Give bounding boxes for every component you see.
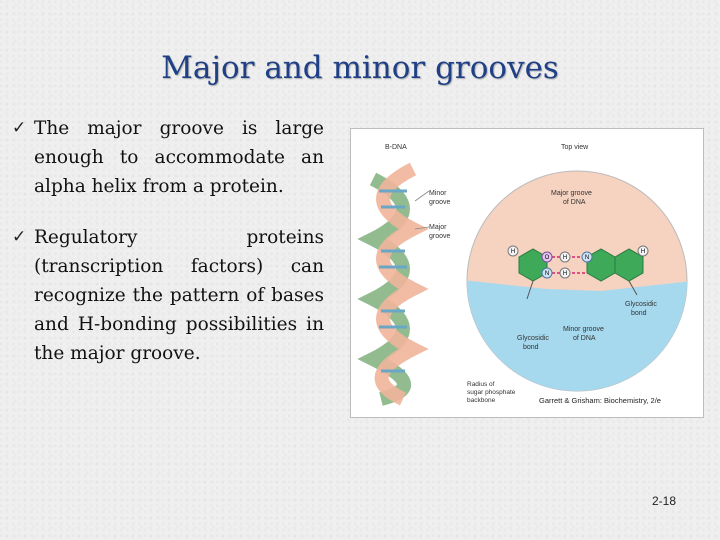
glycosidic-bond-left-label-2: bond xyxy=(523,344,539,351)
minor-groove-side-label: Minor xyxy=(429,190,447,197)
radius-label-3: backbone xyxy=(467,397,496,404)
major-groove-side-label-2: groove xyxy=(429,233,451,240)
minor-groove-side-label-2: groove xyxy=(429,199,451,206)
radius-label: Radius of xyxy=(467,381,495,388)
radius-label-2: sugar phosphate xyxy=(467,389,516,396)
slide-title: Major and minor grooves xyxy=(161,50,559,86)
minor-groove-dna-label: Minor groove xyxy=(563,326,604,333)
atom-label: H xyxy=(511,249,515,255)
base-pair-illustration: H O H N H N H xyxy=(507,245,649,300)
checkmark-icon: ✓ xyxy=(12,227,27,247)
figure-credit: Garrett & Grisham: Biochemistry, 2/e xyxy=(539,396,661,405)
page-number: 2-18 xyxy=(652,494,677,508)
glycosidic-bond-right-label-2: bond xyxy=(631,310,647,317)
major-groove-dna-label: Major groove xyxy=(551,190,592,197)
atom-label: H xyxy=(641,249,645,255)
bullet-text: The major groove is large enough to acco… xyxy=(34,118,324,197)
atom-label: N xyxy=(545,271,549,277)
b-dna-label: B-DNA xyxy=(385,144,407,151)
bullet-list: ✓ The major groove is large enough to ac… xyxy=(12,114,324,368)
dna-groove-figure: B-DNA Minor groove Major groove Top view… xyxy=(350,128,704,418)
major-groove-side-label: Major xyxy=(429,224,447,231)
checkmark-icon: ✓ xyxy=(12,118,27,138)
atom-label: H xyxy=(563,271,567,277)
atom-label: H xyxy=(563,255,567,261)
major-groove-dna-label-2: of DNA xyxy=(563,199,586,206)
minor-groove-dna-label-2: of DNA xyxy=(573,335,596,342)
atom-label: N xyxy=(585,255,589,261)
bullet-item: ✓ The major groove is large enough to ac… xyxy=(12,114,324,201)
glycosidic-bond-left-label: Glycosidic xyxy=(517,335,549,342)
bullet-text: Regulatory proteins (transcription facto… xyxy=(34,227,324,364)
glycosidic-bond-right-label: Glycosidic xyxy=(625,301,657,308)
b-dna-helix-illustration xyxy=(357,162,430,406)
bullet-item: ✓ Regulatory proteins (transcription fac… xyxy=(12,223,324,368)
top-view-label: Top view xyxy=(561,144,589,151)
atom-label: O xyxy=(545,255,550,261)
